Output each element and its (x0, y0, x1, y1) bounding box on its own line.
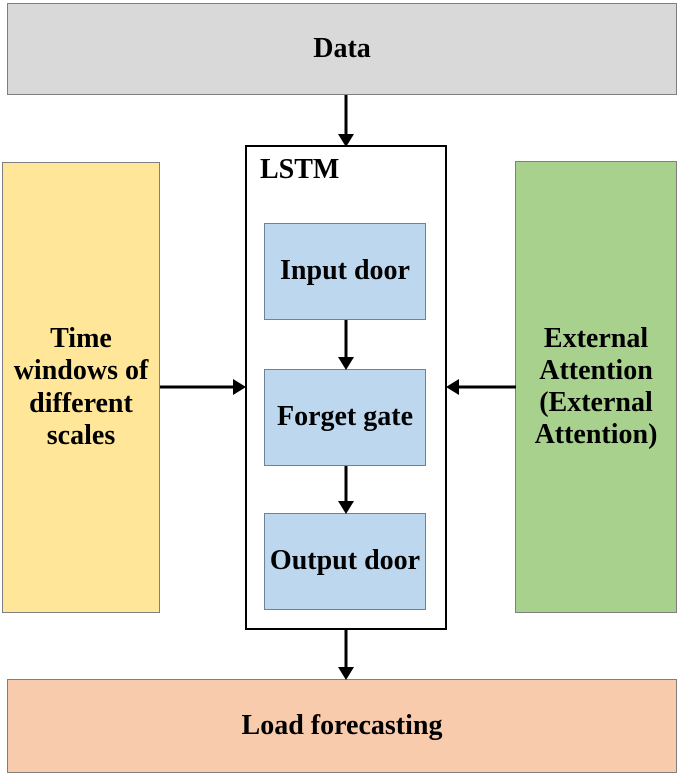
input-door-label: Input door (280, 255, 410, 287)
arrow-attention-to-lstm (446, 378, 516, 396)
data-box: Data (7, 3, 677, 95)
lstm-label: LSTM (260, 154, 340, 185)
arrow-stem (160, 385, 235, 389)
arrow-head-right-icon (233, 379, 246, 395)
forget-gate-box: Forget gate (264, 369, 426, 466)
time-windows-label: Time windows of different scales (13, 323, 149, 451)
arrow-head-down-icon (338, 501, 354, 514)
input-door-box: Input door (264, 223, 426, 320)
arrow-stem (344, 320, 348, 359)
arrow-data-to-lstm (337, 95, 355, 147)
arrow-head-left-icon (446, 379, 459, 395)
arrow-head-down-icon (338, 357, 354, 370)
arrow-stem (457, 385, 516, 389)
forget-gate-label: Forget gate (276, 401, 414, 433)
arrow-head-down-icon (338, 667, 354, 680)
external-attention-box: External Attention (External Attention) (515, 161, 677, 613)
output-door-label: Output door (269, 545, 421, 577)
arrow-head-down-icon (338, 134, 354, 147)
arrow-lstm-to-load (337, 630, 355, 680)
arrow-input-to-forget (337, 320, 355, 370)
data-label: Data (313, 32, 371, 64)
arrow-stem (344, 630, 348, 669)
external-attention-label: External Attention (External Attention) (534, 322, 658, 451)
arrow-forget-to-output (337, 466, 355, 514)
time-windows-box: Time windows of different scales (2, 162, 160, 613)
arrow-stem (344, 95, 348, 136)
load-forecasting-box: Load forecasting (7, 679, 677, 773)
output-door-box: Output door (264, 513, 426, 610)
load-forecasting-label: Load forecasting (241, 709, 443, 741)
arrow-stem (344, 466, 348, 503)
arrow-timewindows-to-lstm (160, 378, 246, 396)
